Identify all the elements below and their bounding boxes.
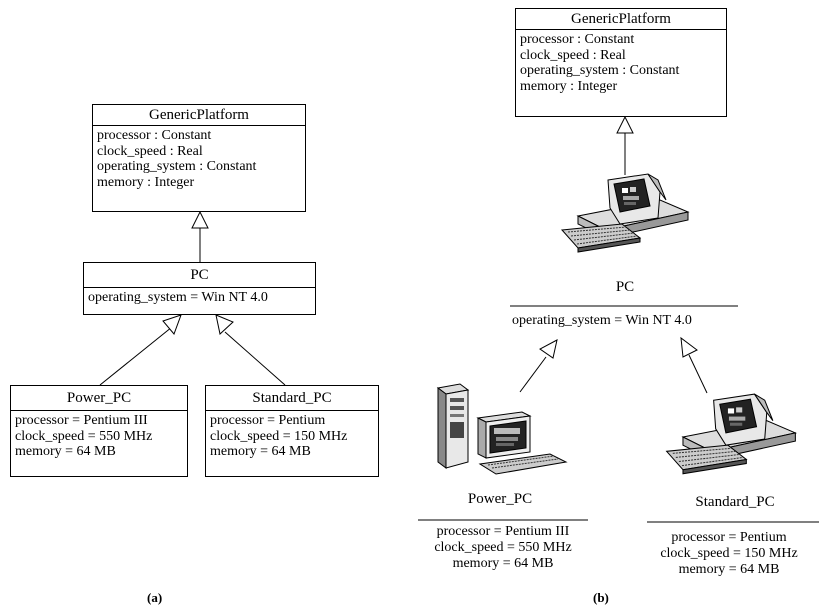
generic-platform-class-a: GenericPlatform processor : Constant clo… <box>92 104 306 212</box>
panel-caption-a: (a) <box>147 590 163 605</box>
attribute: processor = Pentium <box>210 413 326 428</box>
generalization-arrowhead <box>162 314 182 335</box>
attribute: clock_speed = 550 MHz <box>434 540 572 555</box>
attribute: processor = Pentium III <box>436 524 570 539</box>
power-pc-class-a: Power_PC processor = Pentium III clock_s… <box>10 385 188 477</box>
attribute: clock_speed = 150 MHz <box>660 546 798 561</box>
generalization-arrowhead <box>215 314 234 335</box>
class-name: GenericPlatform <box>516 9 726 30</box>
power-pc-class-name-b: Power_PC <box>467 491 533 507</box>
attribute: memory = 64 MB <box>15 444 116 459</box>
generalization-arrowhead <box>616 115 634 134</box>
generalization-arrowhead <box>539 339 558 359</box>
class-attributes: processor : Constant clock_speed : Real … <box>516 30 726 97</box>
class-attributes: processor : Constant clock_speed : Real … <box>93 126 305 193</box>
panel-caption-b: (b) <box>593 590 609 605</box>
attribute: memory : Integer <box>97 174 195 190</box>
class-attributes: processor = Pentium III clock_speed = 55… <box>11 411 187 463</box>
pc-class-a: PC operating_system = Win NT 4.0 <box>83 262 316 315</box>
class-name: PC <box>84 263 315 288</box>
pc-class-name-b: PC <box>615 279 635 295</box>
attribute: clock_speed = 150 MHz <box>210 428 348 444</box>
attribute: processor : Constant <box>520 32 635 47</box>
attribute: memory = 64 MB <box>210 444 311 459</box>
class-name: Power_PC <box>11 386 187 411</box>
class-name: GenericPlatform <box>93 105 305 126</box>
attribute: clock_speed = 550 MHz <box>15 428 153 444</box>
desktop-computer-icon <box>665 393 798 475</box>
class-name: Standard_PC <box>206 386 378 411</box>
standard-pc-class-a: Standard_PC processor = Pentium clock_sp… <box>205 385 379 477</box>
generic-platform-class-b: GenericPlatform processor : Constant clo… <box>515 8 727 117</box>
attribute: memory = 64 MB <box>452 556 554 571</box>
attribute: clock_speed : Real <box>97 143 203 159</box>
class-attributes: processor = Pentium clock_speed = 150 MH… <box>206 411 378 463</box>
standard-pc-attributes-b: processor = Pentium clock_speed = 150 MH… <box>640 530 818 578</box>
attribute: operating_system = Win NT 4.0 <box>88 290 268 305</box>
tower-computer-icon <box>436 383 568 475</box>
attribute: memory : Integer <box>520 78 618 94</box>
attribute: operating_system : Constant <box>97 159 257 174</box>
desktop-computer-icon <box>560 173 690 253</box>
attribute: processor : Constant <box>97 128 212 143</box>
attribute: memory = 64 MB <box>678 562 780 577</box>
class-attributes: operating_system = Win NT 4.0 <box>84 288 315 309</box>
attribute: processor = Pentium <box>671 530 787 545</box>
generalization-arrowhead <box>191 210 209 229</box>
attribute: operating_system : Constant <box>520 63 680 78</box>
pc-attribute-b: operating_system = Win NT 4.0 <box>512 313 692 328</box>
power-pc-attributes-b: processor = Pentium III clock_speed = 55… <box>410 524 596 572</box>
attribute: clock_speed : Real <box>520 47 626 63</box>
attribute: processor = Pentium III <box>15 413 148 428</box>
generalization-arrowhead <box>680 336 698 358</box>
standard-pc-class-name-b: Standard_PC <box>695 494 775 510</box>
